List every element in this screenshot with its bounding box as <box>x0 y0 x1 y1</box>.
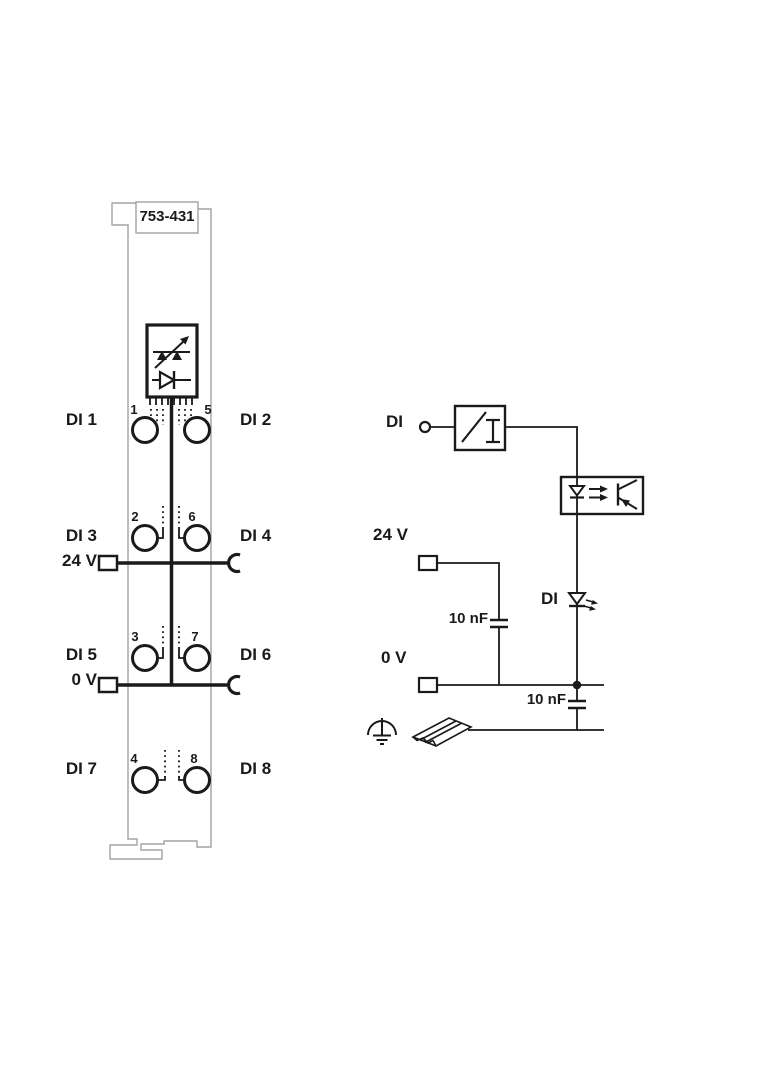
channel-label-di6: DI 6 <box>240 645 272 664</box>
module-casing-outline <box>109 201 212 860</box>
channel-label-di4: DI 4 <box>240 526 272 545</box>
input-filter-icon <box>453 404 507 452</box>
filter-capacitor-icon <box>490 618 508 629</box>
module-supply-label: 24 V <box>62 551 97 570</box>
optocoupler-icon <box>559 475 645 516</box>
zero-feed-line <box>97 674 241 696</box>
rail-capacitor-icon <box>568 699 586 710</box>
schematic-supply-label: 24 V <box>373 525 408 544</box>
channel-label-di8: DI 8 <box>240 759 272 778</box>
input-terminal-icon <box>418 420 432 434</box>
schematic-led-label: DI <box>541 589 558 608</box>
terminal-number-2: 2 <box>131 509 139 524</box>
terminal-number-3: 3 <box>131 629 139 644</box>
terminal-number-1: 1 <box>130 402 138 417</box>
terminal-number-7: 7 <box>191 629 199 644</box>
terminal-6 <box>183 524 211 552</box>
part-number: 753-431 <box>139 208 195 225</box>
supply-connector-icon <box>97 554 119 572</box>
suppressor-icon <box>153 336 190 369</box>
internal-bus-dots <box>150 409 192 777</box>
terminal-8 <box>183 766 211 794</box>
channel-label-di7: DI 7 <box>65 759 97 778</box>
diode-icon <box>152 370 191 390</box>
channel-label-di5: DI 5 <box>65 645 97 664</box>
internal-bus-comb <box>149 398 193 405</box>
zero-jumper-icon <box>227 674 241 696</box>
zero-terminal-icon <box>417 676 439 694</box>
status-led-icon <box>567 592 598 611</box>
supply-terminal-icon <box>417 554 439 572</box>
channel-schematic <box>367 404 645 747</box>
channel-label-di1: DI 1 <box>65 410 97 429</box>
terminal-1 <box>131 416 159 444</box>
junction-dot <box>572 680 582 690</box>
terminal-3 <box>131 644 159 672</box>
din-rail-icon <box>411 717 473 747</box>
supply-feed-line <box>97 552 241 574</box>
rail-cap-value: 10 nF <box>526 691 566 708</box>
zero-connector-icon <box>97 676 119 694</box>
module-zero-label: 0 V <box>71 670 97 689</box>
terminal-number-4: 4 <box>130 751 138 766</box>
terminal-number-8: 8 <box>190 751 198 766</box>
terminal-5 <box>183 416 211 444</box>
part-number-box <box>135 201 199 234</box>
terminal-number-6: 6 <box>188 509 196 524</box>
terminal-number-5: 5 <box>204 402 212 417</box>
module-body-outline <box>109 202 212 860</box>
module-internal <box>97 323 241 794</box>
terminal-4 <box>131 766 159 794</box>
earth-ground-icon <box>367 718 397 745</box>
terminal-hooks <box>157 527 185 781</box>
schematic-zero-label: 0 V <box>381 648 407 667</box>
terminal-2 <box>131 524 159 552</box>
schematic-input-label: DI <box>386 412 403 431</box>
channel-label-di2: DI 2 <box>240 410 272 429</box>
electronics-symbol-box <box>145 323 199 399</box>
filter-cap-value: 10 nF <box>448 610 488 627</box>
schematic-wires <box>430 426 604 731</box>
channel-label-di3: DI 3 <box>65 526 97 545</box>
supply-jumper-icon <box>227 552 241 574</box>
clamp-terminals <box>131 416 211 794</box>
terminal-7 <box>183 644 211 672</box>
